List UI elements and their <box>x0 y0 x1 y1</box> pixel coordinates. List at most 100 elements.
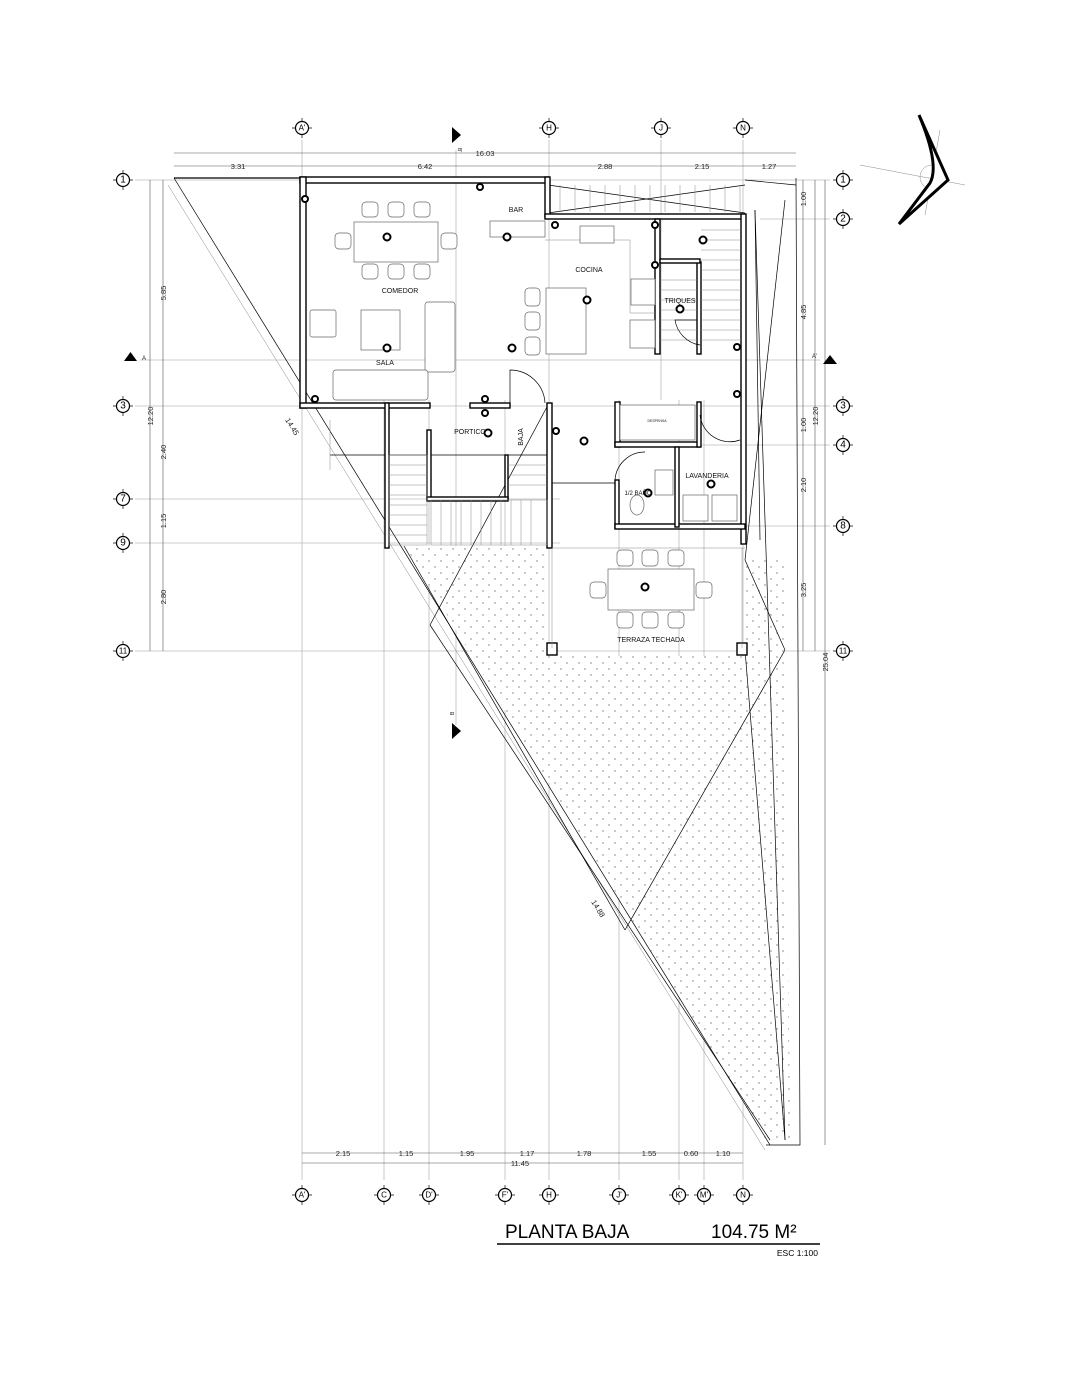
dim-top: 2.88 <box>598 162 613 171</box>
grid-bubble: K' <box>669 1185 689 1205</box>
title-block: PLANTA BAJA 104.75 M² ESC 1:100 <box>497 1222 820 1258</box>
svg-text:J: J <box>659 124 663 133</box>
room-label-terraza: TERRAZA TECHADA <box>617 637 685 644</box>
dimensions-top: 16.03 3.31 6.42 2.88 2.15 1.27 <box>174 149 796 171</box>
dim-left: 2.80 <box>159 590 168 605</box>
room-label-portico: PORTICO <box>454 429 486 436</box>
grid-bubble: 8 <box>833 516 853 536</box>
svg-text:11: 11 <box>119 647 128 656</box>
dimensions-left: 12.20 5.85 2.40 1.15 2.80 <box>146 180 168 651</box>
dim-right: 3.25 <box>799 583 808 598</box>
grid-bubble: 1 <box>113 170 133 190</box>
dim-bottom-total: 11.45 <box>511 1159 529 1168</box>
grid-bubbles-left: 1 3 7 9 11 <box>113 170 133 661</box>
room-label-despensa: DESPENSA <box>647 419 667 423</box>
dim-top: 2.15 <box>695 162 710 171</box>
grid-bubbles-bottom: A' C D' F' H J' K' M' N <box>292 1185 753 1205</box>
svg-text:1: 1 <box>120 175 126 186</box>
site-boundary <box>167 177 801 1151</box>
svg-text:7: 7 <box>120 494 126 505</box>
svg-text:A': A' <box>299 1191 306 1200</box>
dim-left-total: 12.20 <box>146 407 155 426</box>
section-marker-b-prime: B' <box>452 127 462 152</box>
grid-bubble: 3 <box>113 396 133 416</box>
grid-bubbles-top: A' H J N <box>292 118 753 138</box>
dim-right: 1.00 <box>799 192 808 207</box>
svg-text:2: 2 <box>840 214 846 225</box>
dim-diagonal-upper: 14.45 <box>283 416 301 437</box>
grid-bubble: N <box>733 1185 753 1205</box>
dimensions-right: 1.00 4.85 1.00 2.10 3.25 12.20 25.04 <box>799 180 830 1145</box>
svg-text:A: A <box>142 356 146 362</box>
room-label-comedor: COMEDOR <box>382 288 419 295</box>
svg-text:H: H <box>546 124 552 133</box>
svg-text:D': D' <box>425 1191 433 1200</box>
section-marker-a-prime: A' <box>812 354 837 364</box>
plan-scale: ESC 1:100 <box>777 1248 818 1258</box>
svg-text:H: H <box>546 1191 552 1200</box>
room-label-triques: TRIQUES <box>664 298 695 305</box>
section-marker-b: B <box>450 711 461 739</box>
dim-bottom: 1.10 <box>716 1149 731 1158</box>
terrace-dining-set <box>589 549 713 629</box>
svg-text:3: 3 <box>840 401 846 412</box>
grid-bubble: 1 <box>833 170 853 190</box>
dim-right-overall: 25.04 <box>821 653 830 672</box>
dim-top: 1.27 <box>762 162 777 171</box>
svg-text:A': A' <box>812 354 817 360</box>
kitchen-fixtures <box>489 220 738 522</box>
dim-bottom: 2.15 <box>336 1149 351 1158</box>
dim-top-total: 16.03 <box>476 149 495 158</box>
grid-bubble: N <box>733 118 753 138</box>
grid-bubble: 11 <box>833 641 853 661</box>
doors <box>509 319 741 481</box>
svg-text:N: N <box>740 124 746 133</box>
plan-area: 104.75 M² <box>711 1222 797 1243</box>
dim-top: 3.31 <box>231 162 246 171</box>
dim-bottom: 1.95 <box>460 1149 475 1158</box>
svg-text:B: B <box>450 711 456 715</box>
svg-text:8: 8 <box>840 521 846 532</box>
svg-text:11: 11 <box>839 647 848 656</box>
dim-right: 4.85 <box>799 305 808 320</box>
room-label-bar: BAR <box>509 207 523 214</box>
dim-left: 1.15 <box>159 514 168 529</box>
svg-text:4: 4 <box>840 440 846 451</box>
stairs <box>388 185 741 546</box>
dim-top: 6.42 <box>418 162 433 171</box>
room-label-lavanderia: LAVANDERIA <box>685 473 729 480</box>
dim-right: 1.00 <box>799 418 808 433</box>
grid-bubble: 11 <box>113 641 133 661</box>
living-set <box>309 301 456 401</box>
grid-bubbles-right: 1 2 3 4 8 11 <box>833 170 853 661</box>
grid-bubble: C <box>374 1185 394 1205</box>
dining-set <box>334 201 458 280</box>
svg-text:3: 3 <box>120 401 126 412</box>
room-label-sala: SALA <box>376 360 394 367</box>
dim-bottom: 1.55 <box>642 1149 657 1158</box>
grid-bubble: M' <box>694 1185 714 1205</box>
grid-bubble: A' <box>292 118 312 138</box>
svg-text:J': J' <box>616 1191 622 1200</box>
dim-right: 2.10 <box>799 478 808 493</box>
grid-bubble: D' <box>419 1185 439 1205</box>
dim-bottom: 0.60 <box>684 1149 699 1158</box>
dim-bottom: 1.15 <box>399 1149 414 1158</box>
dim-left: 5.85 <box>159 286 168 301</box>
north-arrow-icon <box>859 114 966 226</box>
svg-text:9: 9 <box>120 538 126 549</box>
dimensions-bottom: 2.15 1.15 1.95 1.17 1.78 1.55 0.60 1.10 … <box>302 1149 743 1168</box>
dim-left: 2.40 <box>159 445 168 460</box>
walls <box>299 176 748 656</box>
grid-bubble: 9 <box>113 533 133 553</box>
svg-text:1: 1 <box>840 175 846 186</box>
grid-bubble: F' <box>495 1185 515 1205</box>
dim-bottom: 1.78 <box>577 1149 592 1158</box>
svg-text:M': M' <box>700 1191 709 1200</box>
garden-area <box>405 546 790 1140</box>
grid-bubble: H <box>539 118 559 138</box>
dim-bottom: 1.17 <box>520 1149 535 1158</box>
room-label-medio-bano: 1/2 BAÑO <box>624 490 651 497</box>
grid-bubble: 3 <box>833 396 853 416</box>
